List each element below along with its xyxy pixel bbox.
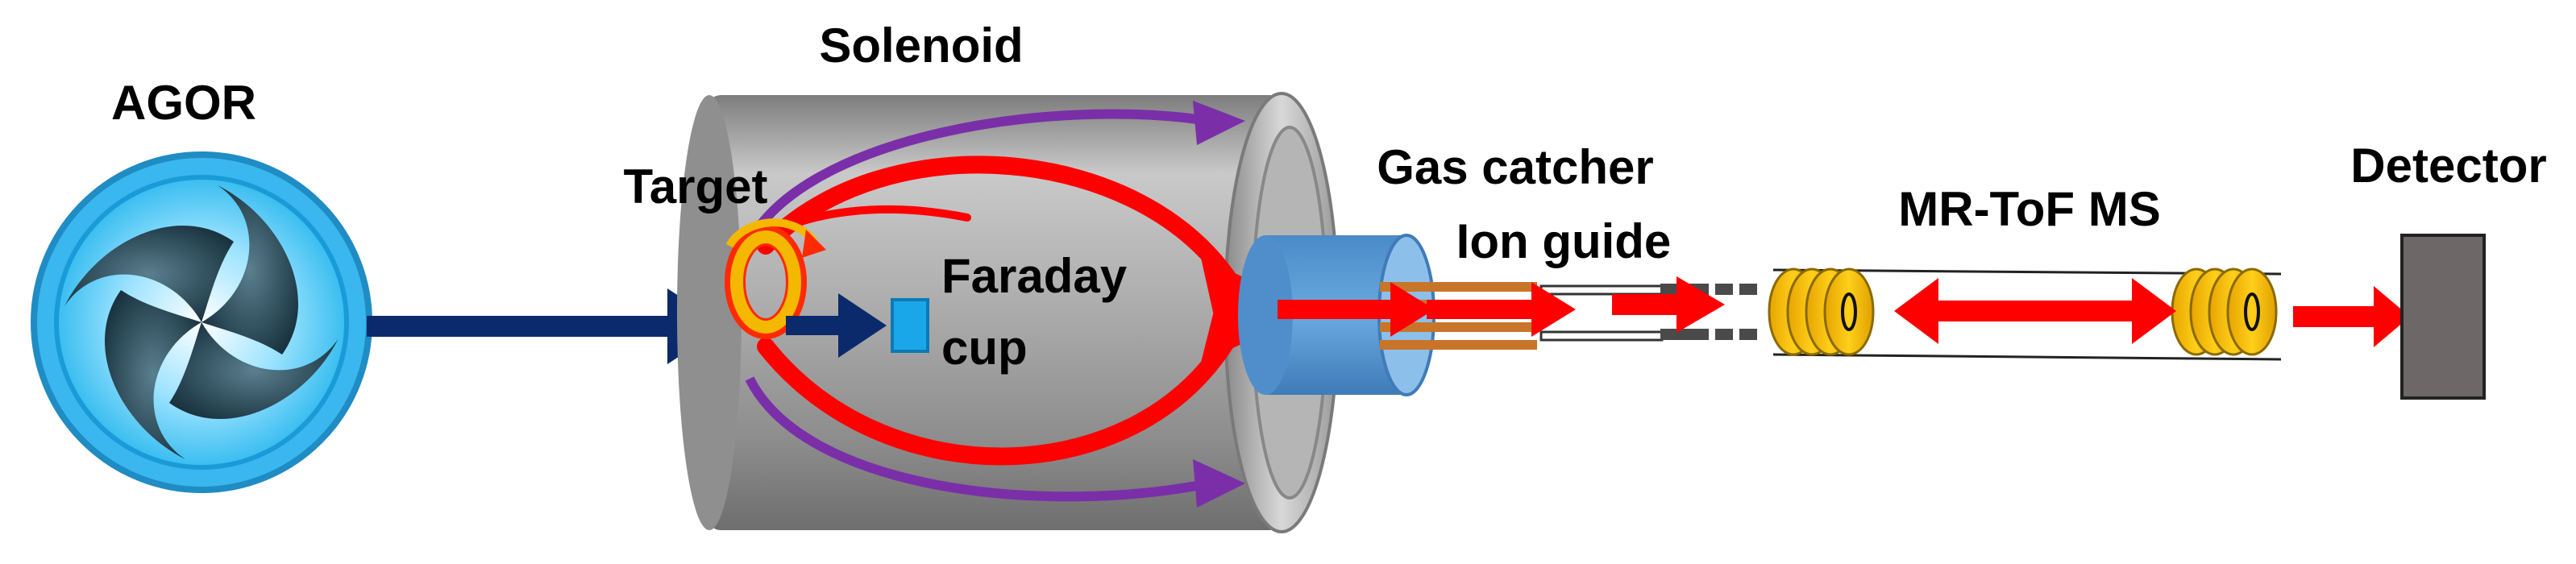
faraday-beam-arrow — [786, 293, 887, 358]
detector-icon — [2400, 234, 2486, 400]
transport-arrow-2 — [1427, 282, 1576, 337]
mrtof-mirror-right-icon — [2171, 267, 2278, 356]
agor-label: AGOR — [111, 76, 256, 130]
field-lines — [745, 109, 1211, 502]
detector-arrow — [2293, 286, 2410, 347]
ion-guide-label: Ion guide — [1456, 214, 1672, 268]
transport-arrow-1 — [1278, 282, 1435, 337]
target-label: Target — [624, 160, 768, 214]
transport-arrow-3 — [1612, 276, 1725, 333]
target-icon — [725, 218, 826, 339]
primary-beam-arrow — [367, 288, 725, 364]
gas-catcher-label: Gas catcher — [1377, 140, 1654, 194]
faraday-cup-label-line2: cup — [941, 321, 1028, 375]
mrtof-double-arrow — [1894, 278, 2176, 344]
field-line-arrow-bottom — [1193, 459, 1245, 508]
mrtof-mirror-left-icon — [1768, 267, 1875, 356]
detector-label: Detector — [2350, 139, 2546, 193]
faraday-cup-label-line1: Faraday — [941, 249, 1128, 303]
solenoid-label: Solenoid — [819, 19, 1023, 73]
mrtof-label: MR-ToF MS — [1898, 182, 2160, 236]
faraday-cup-icon — [891, 298, 929, 353]
field-line-arrow-top — [1193, 101, 1245, 145]
agor-cyclotron-icon — [31, 151, 372, 493]
